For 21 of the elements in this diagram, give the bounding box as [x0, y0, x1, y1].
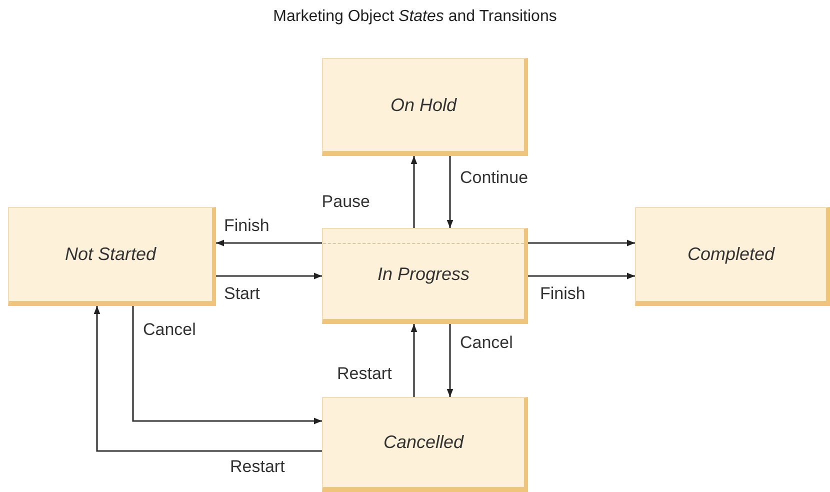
arrow	[216, 272, 322, 280]
arrow	[216, 240, 322, 246]
diagram-title: Marketing Object States and Transitions	[272, 8, 558, 26]
state-name: Completed	[687, 244, 775, 265]
arrow	[410, 156, 418, 228]
arrow	[446, 156, 454, 228]
arrow	[410, 324, 418, 397]
state-name: On Hold	[390, 94, 457, 116]
arrow	[94, 306, 322, 452]
state-box	[322, 58, 528, 156]
arrow	[446, 324, 454, 397]
arrow	[132, 306, 322, 424]
state-box	[322, 228, 528, 324]
arrow	[528, 240, 635, 246]
state-name: In Progress	[377, 264, 470, 284]
state-box	[8, 207, 216, 306]
state-box	[322, 397, 528, 492]
arrow	[528, 272, 635, 280]
state-name: Not Started	[64, 244, 156, 265]
state-box	[635, 207, 830, 306]
state-name: Cancelled	[383, 432, 464, 453]
